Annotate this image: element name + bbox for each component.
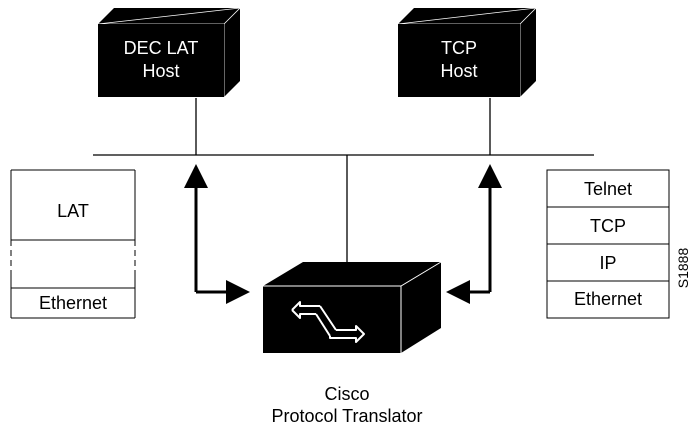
translator-label-line2: Protocol Translator [271, 406, 422, 426]
right-stack-layer-tcp: TCP [590, 216, 626, 236]
left-stack-layer-ethernet: Ethernet [39, 293, 107, 313]
left-protocol-stack: LAT Ethernet [10, 169, 136, 319]
dec-lat-host: DEC LAT Host [97, 7, 242, 97]
right-protocol-stack: Telnet TCP IP Ethernet [546, 169, 670, 319]
translator-label-line1: Cisco [324, 384, 369, 404]
protocol-translator-device [263, 261, 442, 353]
tcp-host: TCP Host [397, 7, 538, 97]
dec-lat-host-label-line1: DEC LAT [124, 38, 199, 58]
right-stack-layer-ip: IP [599, 253, 616, 273]
right-stack-layer-telnet: Telnet [584, 179, 632, 199]
left-stack-layer-lat: LAT [57, 201, 89, 221]
right-stack-layer-ethernet: Ethernet [574, 289, 642, 309]
tcp-host-label-line1: TCP [441, 38, 477, 58]
dec-lat-host-label-line2: Host [142, 61, 179, 81]
tcp-host-label-line2: Host [440, 61, 477, 81]
translate-arrows-icon [291, 301, 365, 343]
figure-id: S1888 [675, 248, 691, 289]
